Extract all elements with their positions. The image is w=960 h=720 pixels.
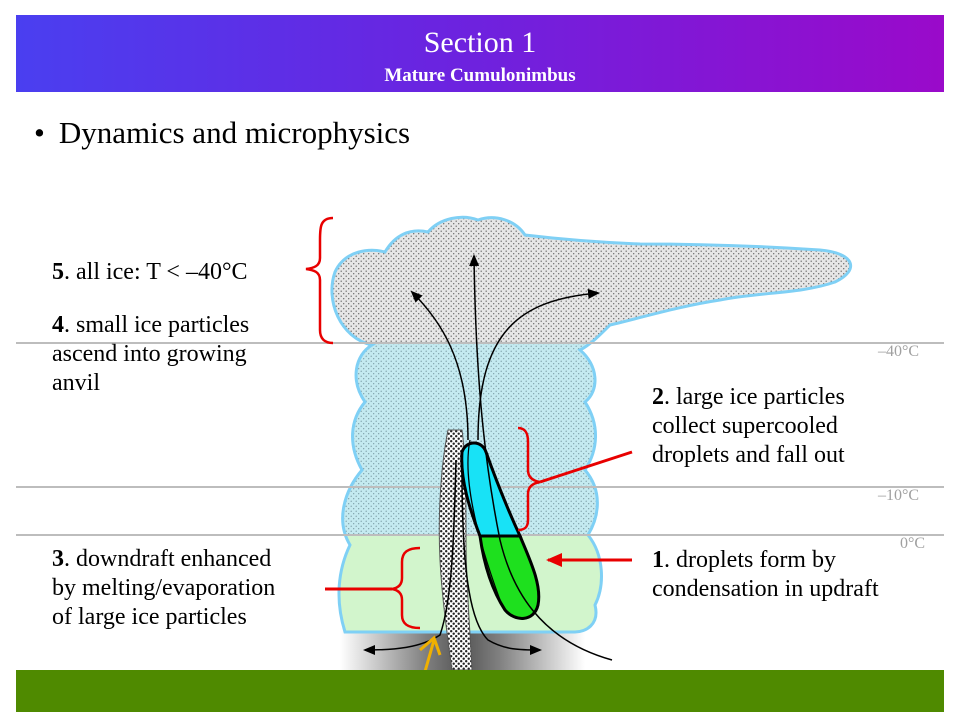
bullet-text: Dynamics and microphysics bbox=[58, 115, 411, 150]
annotation-number: 4 bbox=[52, 312, 64, 338]
annotation-line: ascend into growing bbox=[52, 341, 247, 367]
surface-inflow-arrow bbox=[422, 639, 436, 676]
annotation-droplets: 1. droplets form by condensation in updr… bbox=[652, 546, 879, 604]
annotation-line: by melting/evaporation bbox=[52, 575, 276, 601]
ground bbox=[16, 670, 944, 712]
annotation-downdraft: 3. downdraft enhanced by melting/evapora… bbox=[52, 545, 275, 632]
temperature-label-zero: 0°C bbox=[900, 535, 926, 552]
downdraft-streamline-left bbox=[363, 459, 457, 655]
slide-subtitle: Mature Cumulonimbus bbox=[384, 65, 576, 86]
slide-header: Section 1 Mature Cumulonimbus bbox=[16, 15, 944, 92]
annotation-line: . droplets form by bbox=[664, 547, 836, 573]
annotation-small-ice: 4. small ice particles ascend into growi… bbox=[52, 311, 249, 398]
cloud-band-ice bbox=[331, 217, 851, 343]
annotation-line: condensation in updraft bbox=[652, 576, 879, 602]
downdraft-streamline-right bbox=[461, 469, 542, 655]
annotation-line: collect supercooled bbox=[652, 413, 838, 439]
annotation-number: 5 bbox=[52, 259, 64, 285]
annotation-line: . all ice: T < –40°C bbox=[64, 259, 248, 285]
cloud-outline bbox=[330, 215, 853, 634]
annotation-large-ice: 2. large ice particles collect supercool… bbox=[652, 383, 845, 470]
annotation-number: 1 bbox=[652, 547, 664, 573]
pointer-large-ice bbox=[539, 450, 633, 484]
annotation-line: of large ice particles bbox=[52, 604, 247, 630]
annotation-number: 3 bbox=[52, 546, 64, 572]
annotation-line: . downdraft enhanced bbox=[64, 546, 272, 572]
temperature-label-minus40: –40°C bbox=[878, 343, 920, 360]
anvil-outflow-left bbox=[410, 290, 469, 441]
annotation-line: . large ice particles bbox=[664, 384, 845, 410]
temperature-label-minus10: –10°C bbox=[878, 487, 920, 504]
anvil-outflow-right bbox=[477, 288, 600, 441]
annotation-line: anvil bbox=[52, 370, 100, 396]
bullet-item: • Dynamics and microphysics bbox=[34, 115, 410, 151]
updraft-streamline bbox=[469, 254, 613, 661]
annotation-number: 2 bbox=[652, 384, 664, 410]
slide-title: Section 1 bbox=[423, 26, 537, 59]
bullet-dot: • bbox=[34, 115, 45, 150]
bracket-all-ice bbox=[305, 216, 334, 345]
annotation-line: . small ice particles bbox=[64, 312, 250, 338]
annotation-line: droplets and fall out bbox=[652, 442, 845, 468]
annotation-all-ice: 5. all ice: T < –40°C bbox=[52, 258, 248, 287]
surface-inflow-arrowhead bbox=[419, 635, 442, 656]
updraft-core-line bbox=[467, 439, 501, 601]
